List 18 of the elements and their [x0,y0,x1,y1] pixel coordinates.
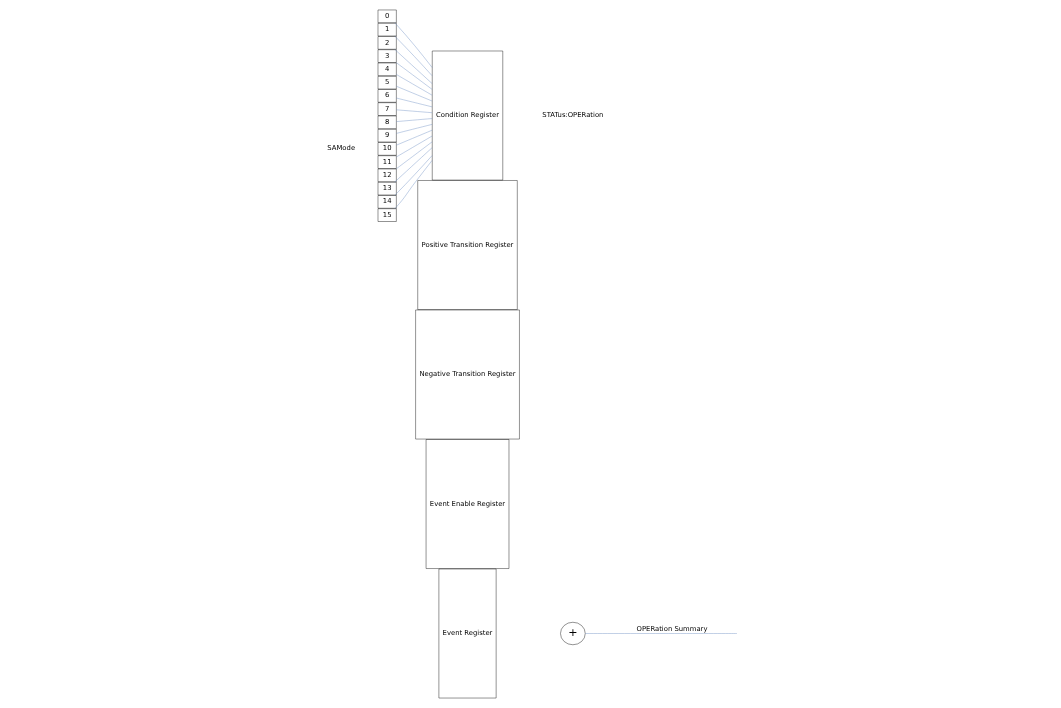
connector [396,86,433,102]
connector [396,118,433,122]
connector [396,74,433,96]
connector [394,35,433,76]
connector [396,141,433,170]
connector [394,155,433,196]
connector [396,109,433,113]
connector [394,22,433,68]
connector [396,135,433,158]
connector [585,633,738,634]
connector [396,97,433,108]
connector [396,130,433,146]
connector [396,124,433,134]
connector [394,160,433,209]
connector [396,62,433,90]
node-circle: + [560,622,586,645]
connector [394,147,433,183]
connector [394,49,433,84]
